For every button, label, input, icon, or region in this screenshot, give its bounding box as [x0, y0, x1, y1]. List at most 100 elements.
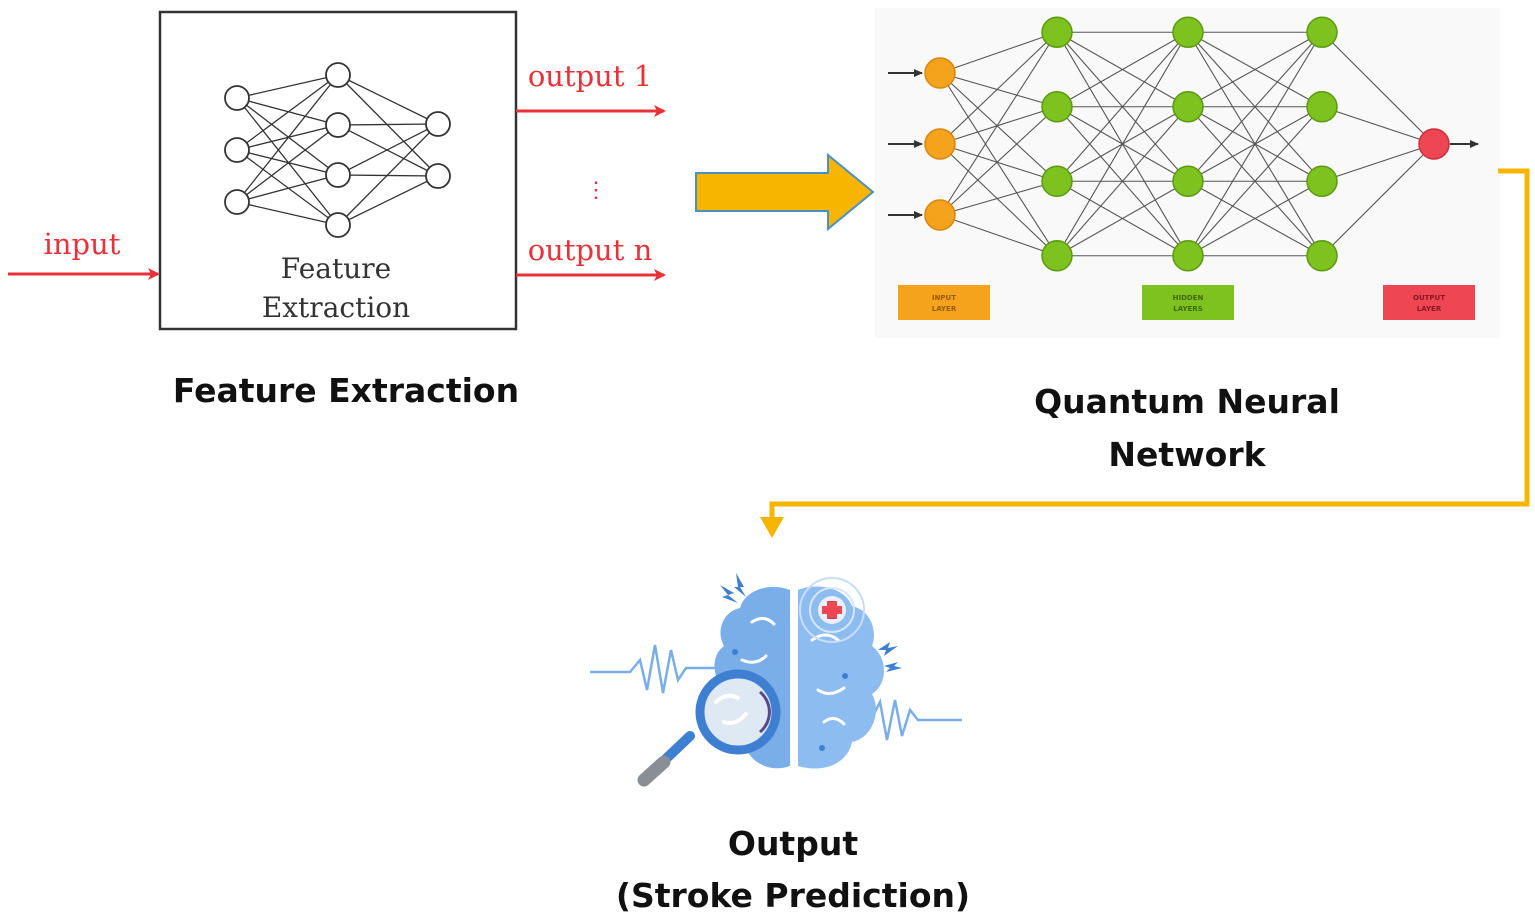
mini-net-node	[325, 162, 351, 188]
qnn-edge	[939, 31, 1058, 216]
mini-net-node	[325, 212, 351, 238]
input-node	[924, 57, 956, 89]
mini-net-edge	[337, 123, 439, 226]
qnn-edge	[1056, 31, 1189, 108]
output-caption-line1: Output	[728, 824, 858, 863]
qnn-edge	[939, 106, 1058, 145]
qnn-edge	[939, 31, 1058, 74]
legend-input-layer: INPUT LAYER	[898, 285, 990, 320]
qnn-edge	[939, 180, 1058, 216]
svg-text:INPUT: INPUT	[932, 294, 956, 302]
qnn-edge	[1321, 31, 1435, 145]
qnn-edge	[939, 143, 1058, 257]
hidden-node	[1172, 91, 1204, 123]
mini-net-node	[224, 189, 250, 215]
qnn-edge	[939, 31, 1058, 145]
qnn-connections	[939, 31, 1435, 257]
input-label: input	[44, 227, 121, 261]
svg-text:HIDDEN: HIDDEN	[1173, 294, 1204, 302]
connector-arrowhead	[760, 517, 784, 538]
legend-output-layer: OUTPUT LAYER	[1383, 285, 1475, 320]
mini-net-node	[425, 163, 451, 189]
input-node	[924, 199, 956, 231]
hidden-node	[1172, 165, 1204, 197]
hidden-node	[1306, 240, 1338, 272]
hidden-node	[1041, 165, 1073, 197]
mini-net-edge	[337, 123, 439, 126]
mini-net-edge	[236, 97, 339, 226]
box-label-feature: Feature	[281, 252, 391, 285]
mini-net-edge	[236, 74, 339, 203]
qnn-edge	[1321, 143, 1435, 182]
hidden-node	[1306, 91, 1338, 123]
mini-net-edge	[337, 124, 439, 177]
mini-net-edge	[236, 149, 339, 176]
mini-net-edge	[236, 174, 339, 203]
qnn-edge	[1056, 31, 1189, 257]
mini-net-connections	[236, 74, 439, 226]
mini-net-edge	[236, 97, 339, 126]
mini-net-edge	[337, 74, 439, 125]
qnn-edge	[939, 106, 1058, 216]
qnn-edge	[1187, 31, 1323, 257]
mini-net-edge	[236, 149, 339, 226]
qnn-edge	[1056, 106, 1189, 257]
mini-net-node	[425, 111, 451, 137]
qnn-block: INPUT LAYER HIDDEN LAYERS OUTPUT LAYER Q…	[875, 8, 1500, 474]
qnn-edge	[1321, 106, 1435, 145]
hidden-node	[1306, 165, 1338, 197]
qnn-edge	[939, 72, 1058, 257]
svg-text:OUTPUT: OUTPUT	[1413, 294, 1445, 302]
qnn-edge	[939, 72, 1058, 182]
mini-net-edge	[236, 74, 339, 99]
pulse-left	[590, 644, 725, 694]
qnn-caption-line2: Network	[1108, 435, 1266, 474]
hidden-node	[1041, 91, 1073, 123]
mini-net-node	[325, 62, 351, 88]
svg-text:LAYER: LAYER	[932, 305, 957, 313]
qnn-network-graphic	[888, 16, 1479, 272]
output-1-label: output 1	[528, 59, 652, 93]
mini-net-edge	[236, 201, 339, 226]
mini-net-edge	[337, 123, 439, 176]
flow-arrow-right	[695, 152, 875, 232]
mini-net-edge	[337, 174, 439, 177]
qnn-edge	[1187, 106, 1323, 257]
feature-extraction-caption: Feature Extraction	[173, 371, 519, 410]
box-label-extraction: Extraction	[262, 291, 410, 324]
mini-net-edge	[337, 74, 439, 177]
output-ellipsis: ⋮	[585, 178, 607, 203]
mini-net-node	[224, 85, 250, 111]
hidden-node	[1306, 16, 1338, 48]
hidden-node	[1172, 16, 1204, 48]
mini-net-edge	[337, 175, 439, 226]
qnn-edge	[1056, 180, 1189, 257]
brain-magnifier-icon	[590, 573, 962, 787]
connector-to-output	[760, 168, 1530, 538]
svg-text:LAYER: LAYER	[1417, 305, 1442, 313]
qnn-edge	[1056, 31, 1189, 182]
hidden-node	[1041, 16, 1073, 48]
legend-hidden-layers: HIDDEN LAYERS	[1142, 285, 1234, 320]
mini-net-node	[224, 137, 250, 163]
mini-net-edge	[236, 124, 339, 203]
svg-text:LAYERS: LAYERS	[1173, 305, 1203, 313]
output-node	[1418, 128, 1450, 160]
input-node	[924, 128, 956, 160]
mini-net-edge	[236, 74, 339, 151]
hidden-node	[1172, 240, 1204, 272]
feature-extraction-block: Feature Extraction input output 1 ⋮ outp…	[8, 10, 666, 410]
qnn-edge	[1187, 180, 1323, 257]
qnn-caption-line1: Quantum Neural	[1034, 382, 1340, 421]
output-n-label: output n	[528, 233, 653, 267]
output-caption-line2: (Stroke Prediction)	[616, 876, 970, 915]
mini-net-edge	[236, 97, 339, 176]
qnn-edge	[939, 72, 1058, 108]
qnn-edge	[939, 143, 1058, 182]
qnn-edge	[1187, 31, 1323, 182]
qnn-edge	[1187, 31, 1323, 108]
hidden-node	[1041, 240, 1073, 272]
qnn-edge	[1321, 143, 1435, 257]
qnn-edge	[939, 214, 1058, 257]
